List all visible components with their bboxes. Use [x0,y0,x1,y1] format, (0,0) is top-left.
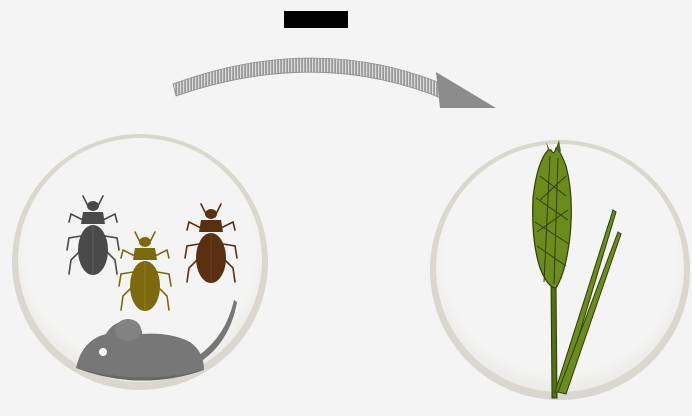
redaction-bar [284,11,348,28]
curved-arrow-icon [173,58,496,108]
